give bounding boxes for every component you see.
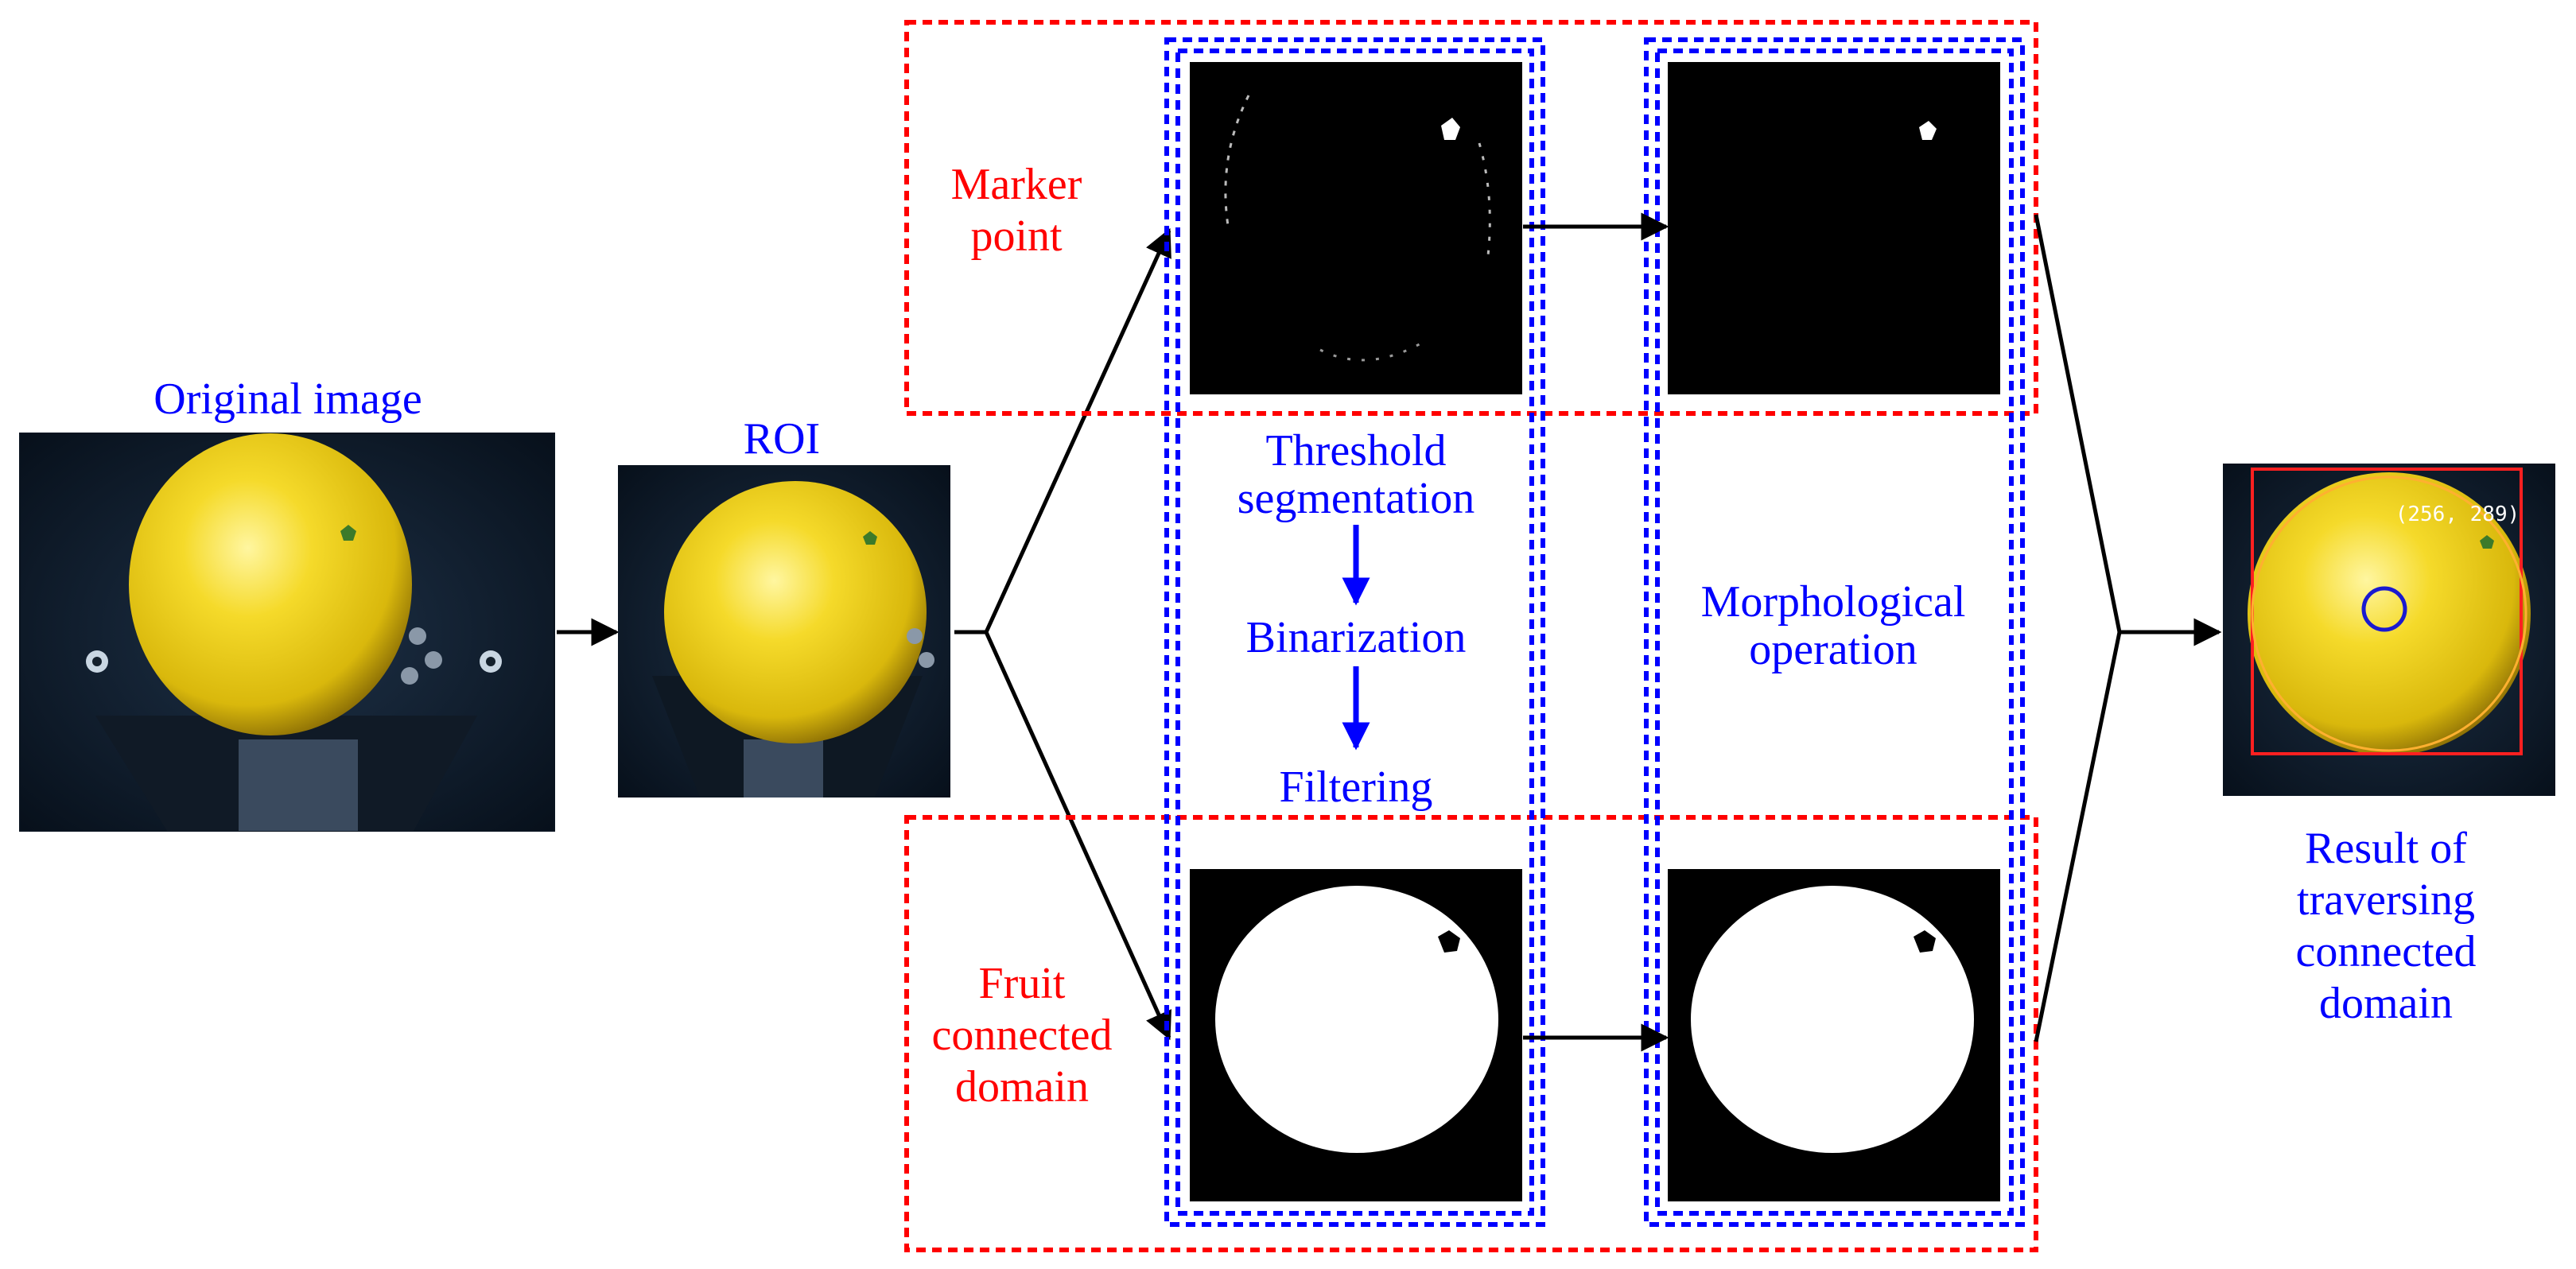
filtering-label: Filtering bbox=[1280, 763, 1433, 812]
fruit-threshold-image bbox=[1190, 869, 1522, 1201]
roi-label: ROI bbox=[744, 414, 820, 464]
result-image: (256, 289) bbox=[2223, 464, 2555, 796]
marker-morphology-image bbox=[1668, 62, 2000, 394]
result-coordinate-text: (256, 289) bbox=[2395, 503, 2520, 526]
morphology-label-line2: operation bbox=[1749, 625, 1917, 674]
marker-point-label-line1: Marker bbox=[951, 160, 1082, 209]
result-label-line2: traversing bbox=[2297, 875, 2475, 925]
morphology-label-line1: Morphological bbox=[1701, 577, 1966, 627]
fruit-domain-label-line3: domain bbox=[955, 1062, 1089, 1112]
arrow-roi-branch-bottom bbox=[984, 631, 1172, 1041]
result-label-line4: domain bbox=[2319, 979, 2453, 1028]
morphology-column-box bbox=[1644, 37, 2025, 1227]
threshold-column-box bbox=[1164, 37, 1545, 1227]
arrow-merge-bottom bbox=[2034, 631, 2122, 1042]
result-label-line1: Result of bbox=[2305, 824, 2467, 873]
marker-threshold-image bbox=[1190, 62, 1522, 394]
result-label-line3: connected bbox=[2296, 927, 2477, 976]
fruit-morphology-image bbox=[1668, 869, 2000, 1201]
fruit-domain-label-line2: connected bbox=[932, 1011, 1113, 1060]
threshold-label-line1: Threshold bbox=[1265, 426, 1446, 475]
threshold-label-line2: segmentation bbox=[1237, 474, 1475, 523]
original-image bbox=[19, 433, 555, 832]
original-image-label: Original image bbox=[153, 374, 422, 424]
roi-image bbox=[618, 465, 950, 797]
arrow-merge-top bbox=[2034, 214, 2122, 633]
arrow-roi-branch-top bbox=[954, 227, 1171, 634]
binarization-label: Binarization bbox=[1246, 613, 1467, 662]
marker-point-label-line2: point bbox=[970, 212, 1063, 261]
fruit-domain-label-line1: Fruit bbox=[979, 959, 1066, 1008]
